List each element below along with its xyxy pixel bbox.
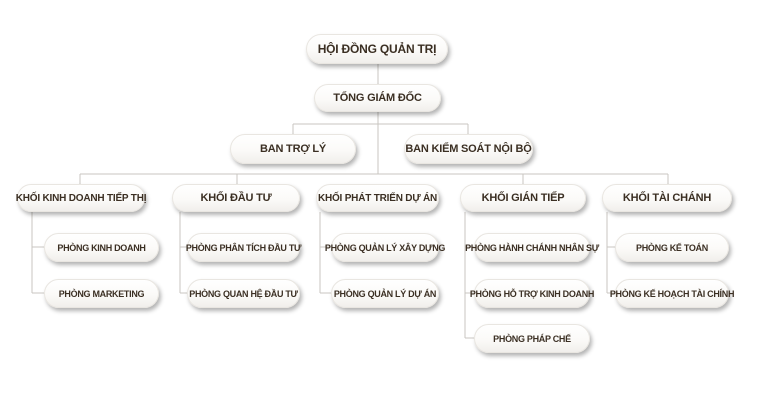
dept-project-mgmt-node: PHÒNG QUẢN LÝ DỰ ÁN bbox=[331, 279, 439, 308]
ceo-node: TỔNG GIÁM ĐỐC bbox=[314, 84, 441, 112]
dept-sales-node: PHÒNG KINH DOANH bbox=[44, 233, 159, 262]
board-node: HỘI ĐỒNG QUẢN TRỊ bbox=[306, 34, 448, 64]
dept-accounting-node: PHÒNG KẾ TOÁN bbox=[615, 233, 729, 262]
division-indirect-node: KHỐI GIÁN TIẾP bbox=[460, 184, 586, 212]
dept-marketing-node: PHÒNG MARKETING bbox=[44, 279, 159, 308]
dept-financial-planning-node: PHÒNG KẾ HOẠCH TÀI CHÍNH bbox=[610, 279, 734, 308]
dept-construction-mgmt-node: PHÒNG QUẢN LÝ XÂY DỰNG bbox=[325, 233, 445, 262]
division-marketing-node: KHỐI KINH DOANH TIẾP THỊ bbox=[16, 184, 146, 212]
division-finance-node: KHỐI TÀI CHÁNH bbox=[602, 184, 732, 212]
division-project-node: KHỐI PHÁT TRIỂN DỰ ÁN bbox=[316, 184, 439, 212]
assistant-node: BAN TRỢ LÝ bbox=[230, 134, 356, 164]
dept-investor-relations-node: PHÒNG QUAN HỆ ĐẦU TƯ bbox=[187, 279, 300, 308]
dept-legal-node: PHÒNG PHÁP CHẾ bbox=[474, 324, 590, 353]
division-investment-node: KHỐI ĐẦU TƯ bbox=[172, 184, 300, 212]
dept-hr-admin-node: PHÒNG HÀNH CHÁNH NHÂN SỰ bbox=[465, 233, 599, 262]
dept-business-support-node: PHÒNG HỖ TRỢ KINH DOANH bbox=[470, 279, 594, 308]
dept-investment-analysis-node: PHÒNG PHÂN TÍCH ĐẦU TƯ bbox=[186, 233, 301, 262]
audit-node: BAN KIỂM SOÁT NỘI BỘ bbox=[404, 134, 533, 164]
